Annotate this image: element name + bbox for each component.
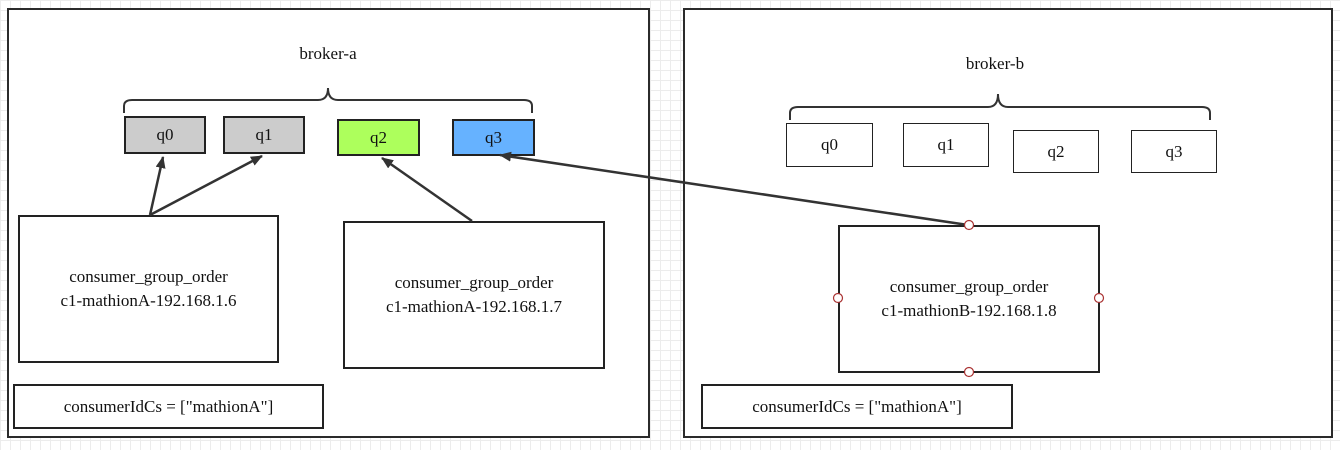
- broker-b-queue-q1[interactable]: q1: [903, 123, 989, 167]
- broker-a-queue-q1[interactable]: q1: [223, 116, 305, 154]
- queue-label: q0: [156, 125, 174, 144]
- consumer-group-label: consumer_group_order: [889, 277, 1049, 296]
- broker-b-queue-q2[interactable]: q2: [1013, 130, 1099, 173]
- broker-a-queue-q2[interactable]: q2: [337, 119, 420, 156]
- broker-a-queue-q0[interactable]: q0: [124, 116, 206, 154]
- queue-label: q3: [485, 127, 502, 147]
- broker-a-title: broker-a: [299, 44, 357, 63]
- broker-b-queue-q0[interactable]: q0: [786, 123, 873, 167]
- consumer-node-192-168-1-8[interactable]: consumer_group_order c1-mathionB-192.168…: [838, 225, 1100, 373]
- queue-label: q2: [370, 127, 387, 147]
- broker-b-consumer-id-cs: consumerIdCs = ["mathionA"]: [701, 384, 1013, 429]
- broker-a-consumer-id-cs: consumerIdCs = ["mathionA"]: [13, 384, 324, 429]
- queue-label: q1: [255, 125, 273, 144]
- consumer-group-label: consumer_group_order: [394, 273, 554, 292]
- broker-b-queue-q3[interactable]: q3: [1131, 130, 1217, 173]
- consumer-group-label: consumer_group_order: [69, 267, 228, 286]
- broker-b-title: broker-b: [965, 54, 1025, 73]
- queue-label: q1: [937, 135, 955, 154]
- queue-label: q2: [1047, 141, 1065, 161]
- consumer-client-id: c1-mathionA-192.168.1.7: [385, 297, 563, 316]
- consumer-client-id: c1-mathionA-192.168.1.6: [60, 291, 237, 310]
- consumer-client-id: c1-mathionB-192.168.1.8: [881, 301, 1057, 320]
- consumer-node-192-168-1-6[interactable]: consumer_group_order c1-mathionA-192.168…: [18, 215, 279, 363]
- queue-label: q0: [821, 135, 838, 154]
- queue-label: q3: [1165, 141, 1183, 161]
- broker-a-queue-q3[interactable]: q3: [452, 119, 535, 156]
- consumer-node-192-168-1-7[interactable]: consumer_group_order c1-mathionA-192.168…: [343, 221, 605, 369]
